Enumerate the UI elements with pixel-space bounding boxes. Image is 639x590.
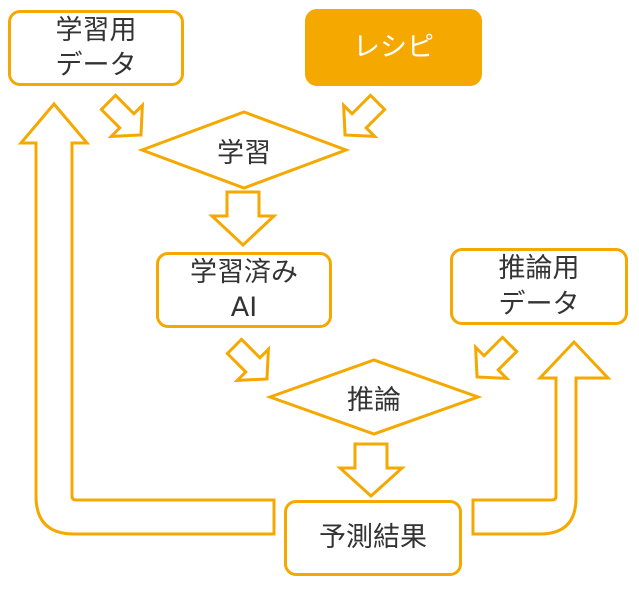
arrow-training-data-to-train bbox=[99, 93, 145, 139]
inference-data-label-line2: データ bbox=[498, 288, 580, 320]
trained-ai-box: 学習済み AI bbox=[156, 252, 332, 328]
train-diamond bbox=[137, 110, 351, 190]
trained-ai-label-line1: 学習済み bbox=[190, 256, 298, 288]
prediction-label: 予測結果 bbox=[319, 522, 427, 554]
infer-diamond bbox=[265, 358, 483, 436]
arrow-trained-ai-to-infer bbox=[225, 337, 271, 383]
training-data-label-line2: データ bbox=[55, 50, 137, 81]
inference-data-label-line1: 推論用 bbox=[498, 253, 580, 285]
training-data-label-line1: 学習用 bbox=[55, 14, 137, 46]
infer-label: 推論 bbox=[347, 384, 401, 416]
arrow-recipe-to-train bbox=[341, 93, 387, 139]
training-data-box: 学習用 データ bbox=[8, 10, 184, 86]
recipe-box: レシピ bbox=[305, 9, 482, 86]
trained-ai-label-line2: AI bbox=[230, 292, 258, 323]
recipe-label: レシピ bbox=[353, 31, 434, 63]
train-label: 学習 bbox=[217, 137, 271, 169]
arrow-inference-data-to-infer bbox=[473, 335, 519, 381]
prediction-box: 予測結果 bbox=[284, 500, 462, 576]
arrow-train-to-trained-ai bbox=[208, 190, 278, 248]
arrow-infer-to-prediction bbox=[336, 442, 406, 499]
inference-data-box: 推論用 データ bbox=[450, 248, 628, 325]
feedback-arrow-right bbox=[471, 339, 612, 536]
feedback-arrow-left bbox=[17, 101, 276, 536]
